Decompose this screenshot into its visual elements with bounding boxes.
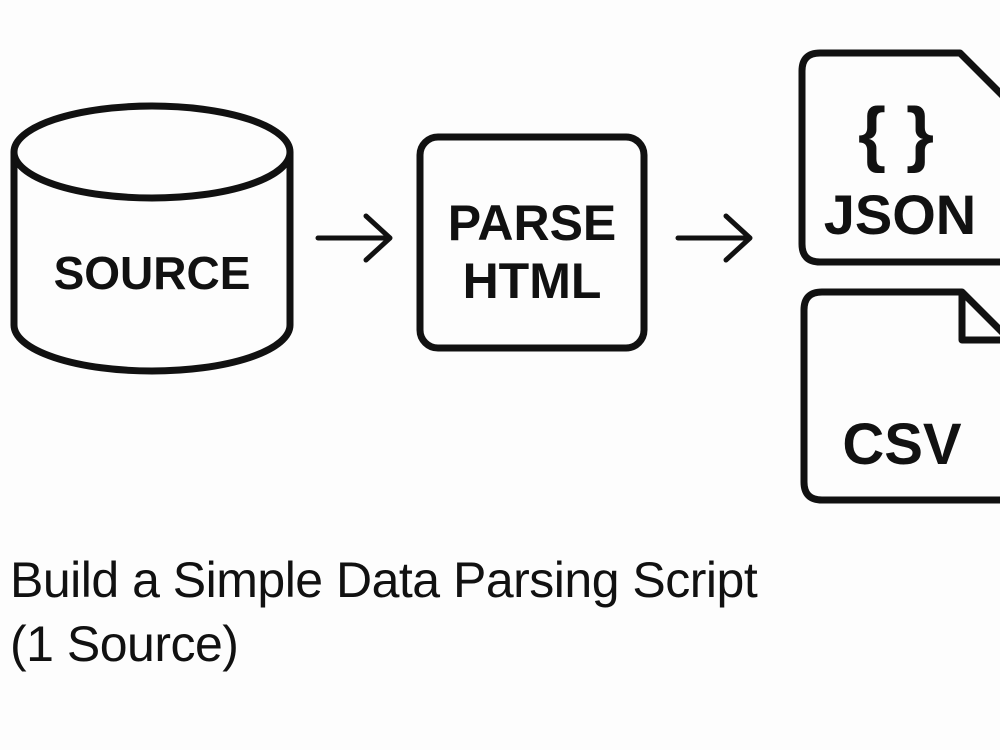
csv-label: CSV — [842, 412, 962, 477]
parse-node: PARSE HTML — [416, 133, 648, 352]
csv-output-node: CSV — [800, 288, 1000, 504]
caption-line-2: (1 Source) — [10, 616, 239, 672]
arrow-right-icon — [315, 213, 393, 263]
source-node: SOURCE — [10, 102, 294, 375]
arrow-right-icon — [675, 213, 753, 263]
database-cylinder-icon — [10, 152, 294, 375]
source-label: SOURCE — [54, 247, 251, 299]
file-corner-fold — [958, 292, 1000, 344]
braces-icon: { } — [858, 94, 934, 174]
diagram-caption: Build a Simple Data Parsing Script (1 So… — [10, 548, 990, 676]
file-document-icon — [800, 288, 1000, 504]
parse-label-line2: HTML — [463, 253, 602, 309]
parse-box — [416, 133, 648, 352]
json-output-node: { } JSON — [798, 49, 1000, 266]
database-cylinder-top — [10, 102, 294, 202]
json-label: JSON — [824, 183, 977, 246]
caption-line-1: Build a Simple Data Parsing Script — [10, 552, 758, 608]
file-document-icon — [798, 49, 1000, 266]
parse-label-line1: PARSE — [448, 195, 617, 251]
